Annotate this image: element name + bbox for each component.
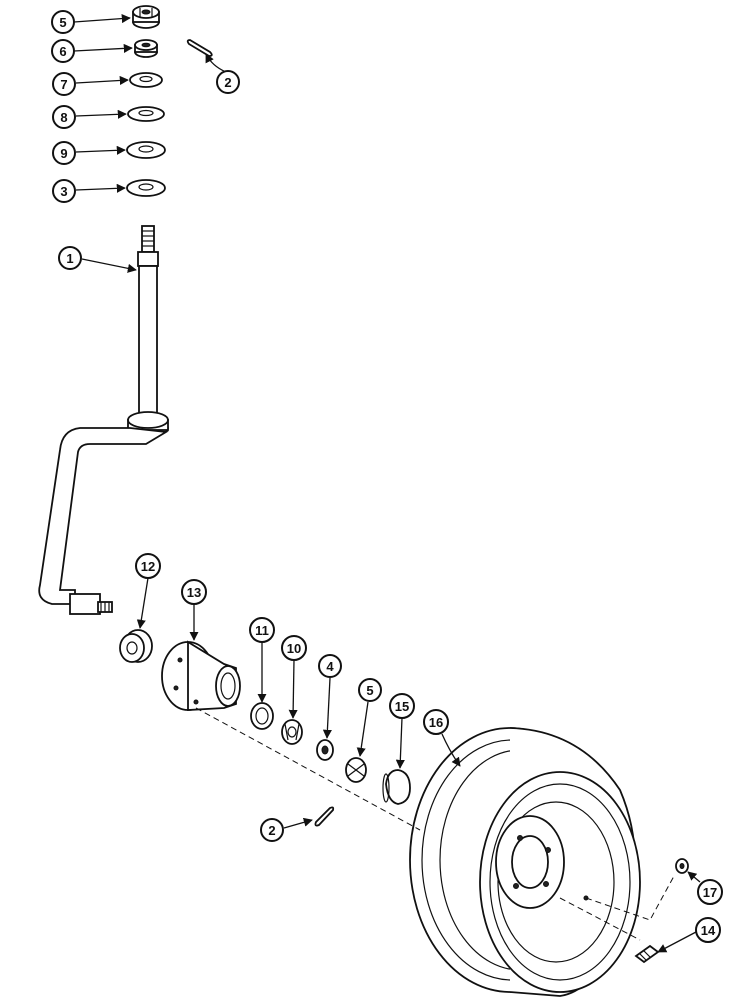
svg-text:12: 12 — [141, 559, 155, 574]
spindle — [38, 225, 169, 615]
svg-text:8: 8 — [60, 110, 67, 125]
callout-16: 16 — [423, 709, 449, 735]
callout-8: 8 — [52, 105, 76, 129]
svg-text:16: 16 — [429, 715, 443, 730]
assembly-center-line — [195, 707, 675, 941]
washer-3 — [126, 179, 166, 197]
washer-7 — [129, 72, 163, 88]
svg-text:5: 5 — [59, 15, 66, 30]
callout-10: 10 — [281, 635, 307, 661]
rim-bolt — [634, 944, 660, 964]
svg-text:10: 10 — [287, 641, 301, 656]
cotter-pin-top — [186, 39, 213, 57]
washer-4 — [316, 739, 334, 761]
bearing-cone — [281, 719, 303, 745]
castle-nut-lower — [345, 757, 367, 783]
washer-8 — [127, 106, 165, 122]
wheel-rim — [409, 727, 641, 997]
dust-cap — [382, 769, 411, 805]
svg-text:13: 13 — [187, 585, 201, 600]
leader-lines — [73, 14, 701, 953]
washer-9 — [126, 141, 166, 159]
svg-text:2: 2 — [224, 75, 231, 90]
callout-7: 7 — [52, 72, 76, 96]
callout-5-top: 5 — [51, 10, 75, 34]
callout-14: 14 — [695, 917, 721, 943]
svg-text:1: 1 — [66, 251, 73, 266]
callout-17: 17 — [697, 879, 723, 905]
callout-12: 12 — [135, 553, 161, 579]
svg-text:11: 11 — [255, 623, 269, 638]
svg-text:2: 2 — [268, 823, 275, 838]
svg-text:14: 14 — [701, 923, 716, 938]
rim-nut — [675, 858, 689, 874]
svg-text:7: 7 — [60, 77, 67, 92]
svg-text:17: 17 — [703, 885, 717, 900]
callout-3: 3 — [52, 179, 76, 203]
svg-text:5: 5 — [366, 683, 373, 698]
callout-6: 6 — [51, 39, 75, 63]
callout-2-top: 2 — [216, 70, 240, 94]
svg-text:6: 6 — [59, 44, 66, 59]
wheel-hub — [161, 640, 241, 711]
svg-text:4: 4 — [326, 659, 334, 674]
svg-text:3: 3 — [60, 184, 67, 199]
callout-13: 13 — [181, 579, 207, 605]
callout-1: 1 — [58, 246, 82, 270]
hex-nut — [134, 39, 158, 58]
bearing-cup — [250, 702, 274, 730]
callout-15: 15 — [389, 693, 415, 719]
svg-text:15: 15 — [395, 699, 409, 714]
callout-4: 4 — [318, 654, 342, 678]
callout-5-lower: 5 — [358, 678, 382, 702]
cotter-pin-lower — [314, 806, 335, 827]
castle-nut-top — [132, 5, 160, 29]
callout-11: 11 — [249, 617, 275, 643]
callout-9: 9 — [52, 141, 76, 165]
svg-text:9: 9 — [60, 146, 67, 161]
bearing-outer — [119, 629, 153, 663]
callout-2-lower: 2 — [260, 818, 284, 842]
